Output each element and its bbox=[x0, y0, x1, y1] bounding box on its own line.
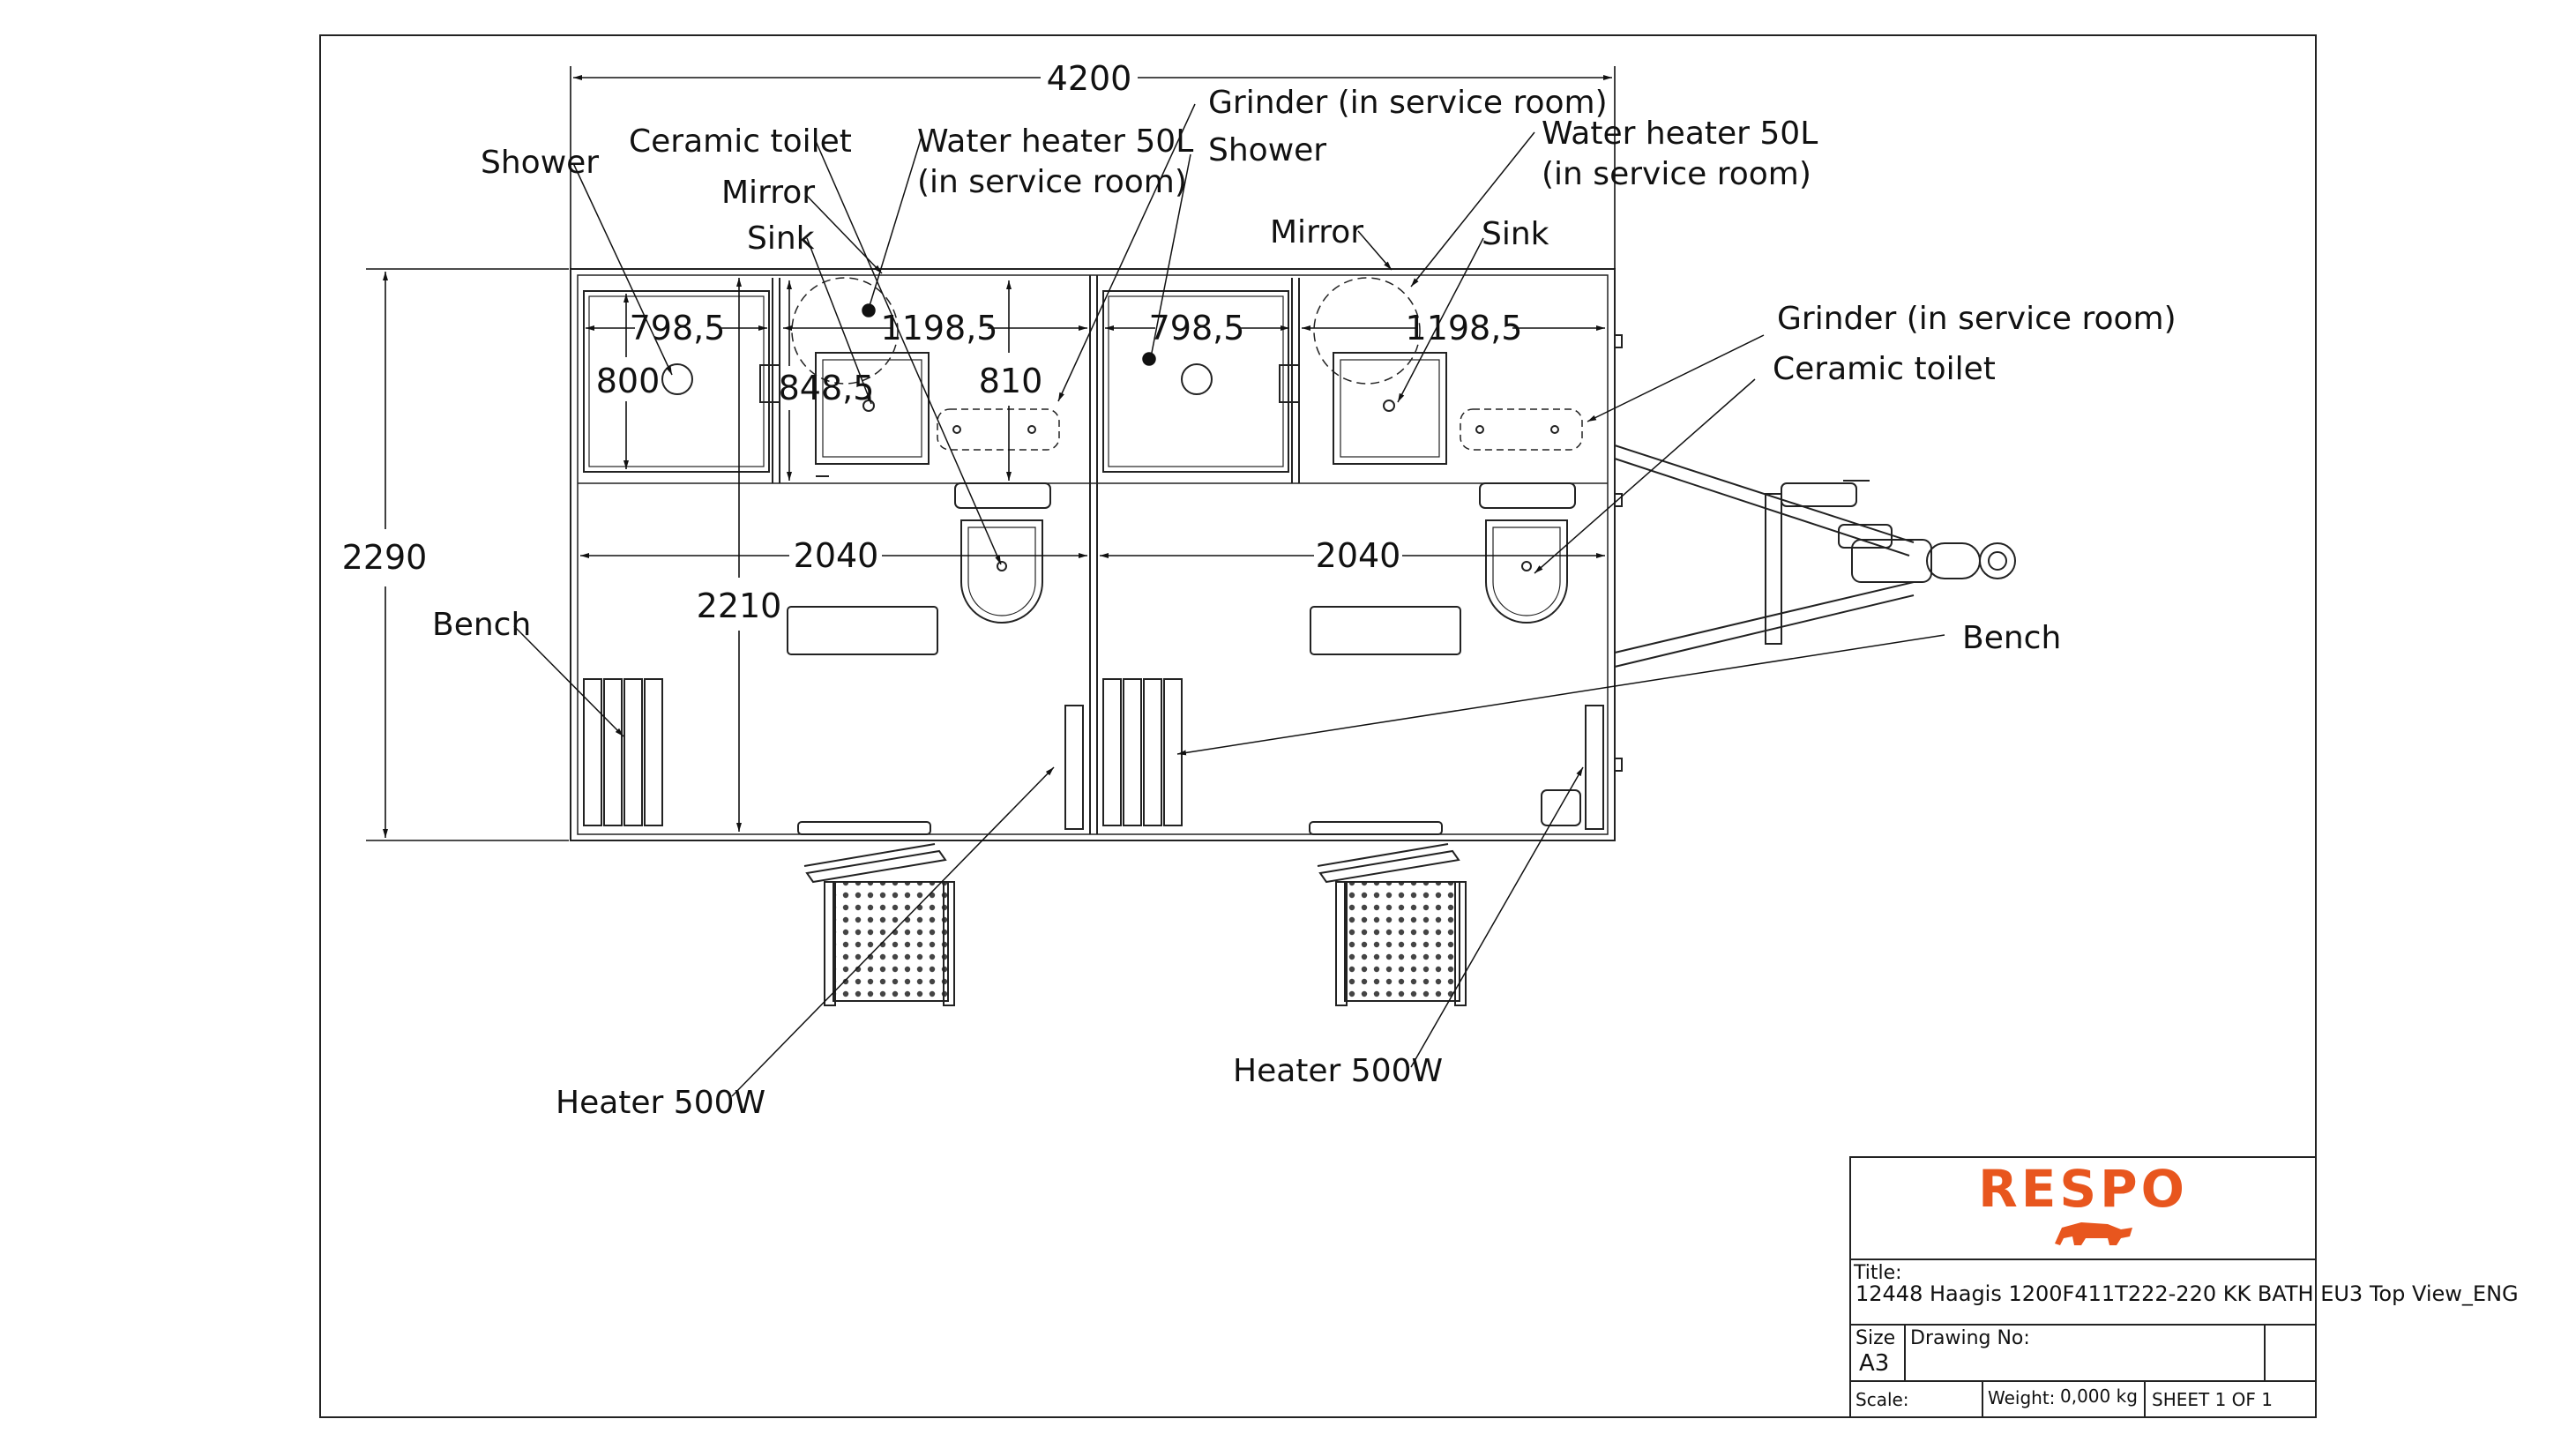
size-value: A3 bbox=[1859, 1350, 1889, 1377]
sheet-text: SHEET 1 OF 1 bbox=[2152, 1389, 2273, 1410]
label-grinder-right: Grinder (in service room) bbox=[1777, 301, 2177, 337]
trailer-outer-wall bbox=[570, 268, 1616, 841]
label-shower-left: Shower bbox=[481, 145, 599, 181]
title-caption: Title: bbox=[1853, 1262, 1902, 1284]
toilet-right bbox=[1485, 519, 1568, 624]
dim-sink-area-right: 1198,5 bbox=[1406, 309, 1523, 347]
label-bench-right: Bench bbox=[1962, 620, 2061, 656]
mirror-right bbox=[1313, 277, 1421, 385]
dim-service-depth: 810 bbox=[979, 362, 1043, 400]
dim-shower-width-left: 798,5 bbox=[630, 309, 726, 347]
dim-room-length-left: 2040 bbox=[794, 536, 879, 575]
label-water-heater-left-line2: (in service room) bbox=[917, 164, 1187, 200]
dim-inner-height: 2210 bbox=[697, 586, 782, 625]
bench-right bbox=[1102, 678, 1183, 826]
label-water-heater-right-line1: Water heater 50L bbox=[1542, 116, 1818, 152]
sink-right bbox=[1333, 352, 1447, 465]
size-caption: Size bbox=[1855, 1327, 1895, 1349]
label-sink-right: Sink bbox=[1482, 216, 1549, 252]
leader-lines bbox=[513, 103, 1945, 1097]
respo-logo: RESPO bbox=[1978, 1159, 2188, 1219]
dim-room-length-right: 2040 bbox=[1316, 536, 1401, 575]
label-water-heater-right-line2: (in service room) bbox=[1542, 156, 1811, 192]
label-ceramic-toilet-left: Ceramic toilet bbox=[629, 123, 852, 160]
scale-caption: Scale: bbox=[1855, 1389, 1909, 1410]
weight-caption: Weight: bbox=[1988, 1387, 2055, 1408]
dim-shower-width-right: 798,5 bbox=[1149, 309, 1245, 347]
shower-tray-left bbox=[583, 290, 770, 473]
weight-value: 0,000 kg bbox=[2060, 1386, 2138, 1407]
dim-sink-offset: 848,5 bbox=[779, 369, 875, 407]
label-heater-left: Heater 500W bbox=[556, 1085, 765, 1121]
label-sink-left: Sink bbox=[747, 220, 815, 257]
respo-logo-animal-icon bbox=[2055, 1222, 2132, 1245]
dim-overall-length: 4200 bbox=[1047, 59, 1132, 98]
label-bench-left: Bench bbox=[432, 607, 531, 643]
drawbar bbox=[1614, 444, 2016, 668]
floor-hatch-right bbox=[1310, 606, 1461, 655]
drawing-no-caption: Drawing No: bbox=[1910, 1327, 2030, 1349]
shower-drain-left bbox=[661, 363, 693, 395]
shower-tray-right bbox=[1102, 290, 1289, 473]
drawing-frame bbox=[319, 34, 2317, 1418]
dim-overall-width: 2290 bbox=[342, 538, 428, 577]
grinder-right bbox=[1460, 408, 1583, 451]
entry-step-right bbox=[1317, 843, 1467, 1006]
dim-shower-depth-left: 800 bbox=[596, 362, 661, 400]
grinder-left bbox=[937, 408, 1060, 451]
title-value: 12448 Haagis 1200F411T222-220 KK BATH EU… bbox=[1855, 1281, 2519, 1306]
label-grinder-top: Grinder (in service room) bbox=[1208, 85, 1608, 121]
dim-sink-area-left: 1198,5 bbox=[881, 309, 998, 347]
entry-step-left bbox=[803, 843, 955, 1006]
bench-left bbox=[583, 678, 663, 826]
shower-drain-right bbox=[1181, 363, 1213, 395]
label-ceramic-toilet-right: Ceramic toilet bbox=[1773, 351, 1996, 387]
label-heater-right: Heater 500W bbox=[1233, 1053, 1443, 1089]
dimension-lines bbox=[366, 66, 1616, 841]
mirror-left bbox=[791, 277, 899, 385]
trailer-plan bbox=[570, 268, 2016, 1006]
floor-hatch-left bbox=[787, 606, 938, 655]
sink-left bbox=[815, 352, 930, 465]
label-shower-right: Shower bbox=[1208, 132, 1326, 168]
toilet-left bbox=[960, 519, 1043, 624]
label-water-heater-left-line1: Water heater 50L bbox=[917, 123, 1193, 160]
label-mirror-right: Mirror bbox=[1270, 214, 1363, 250]
title-block bbox=[1849, 1156, 2317, 1418]
label-mirror-left: Mirror bbox=[721, 175, 815, 211]
